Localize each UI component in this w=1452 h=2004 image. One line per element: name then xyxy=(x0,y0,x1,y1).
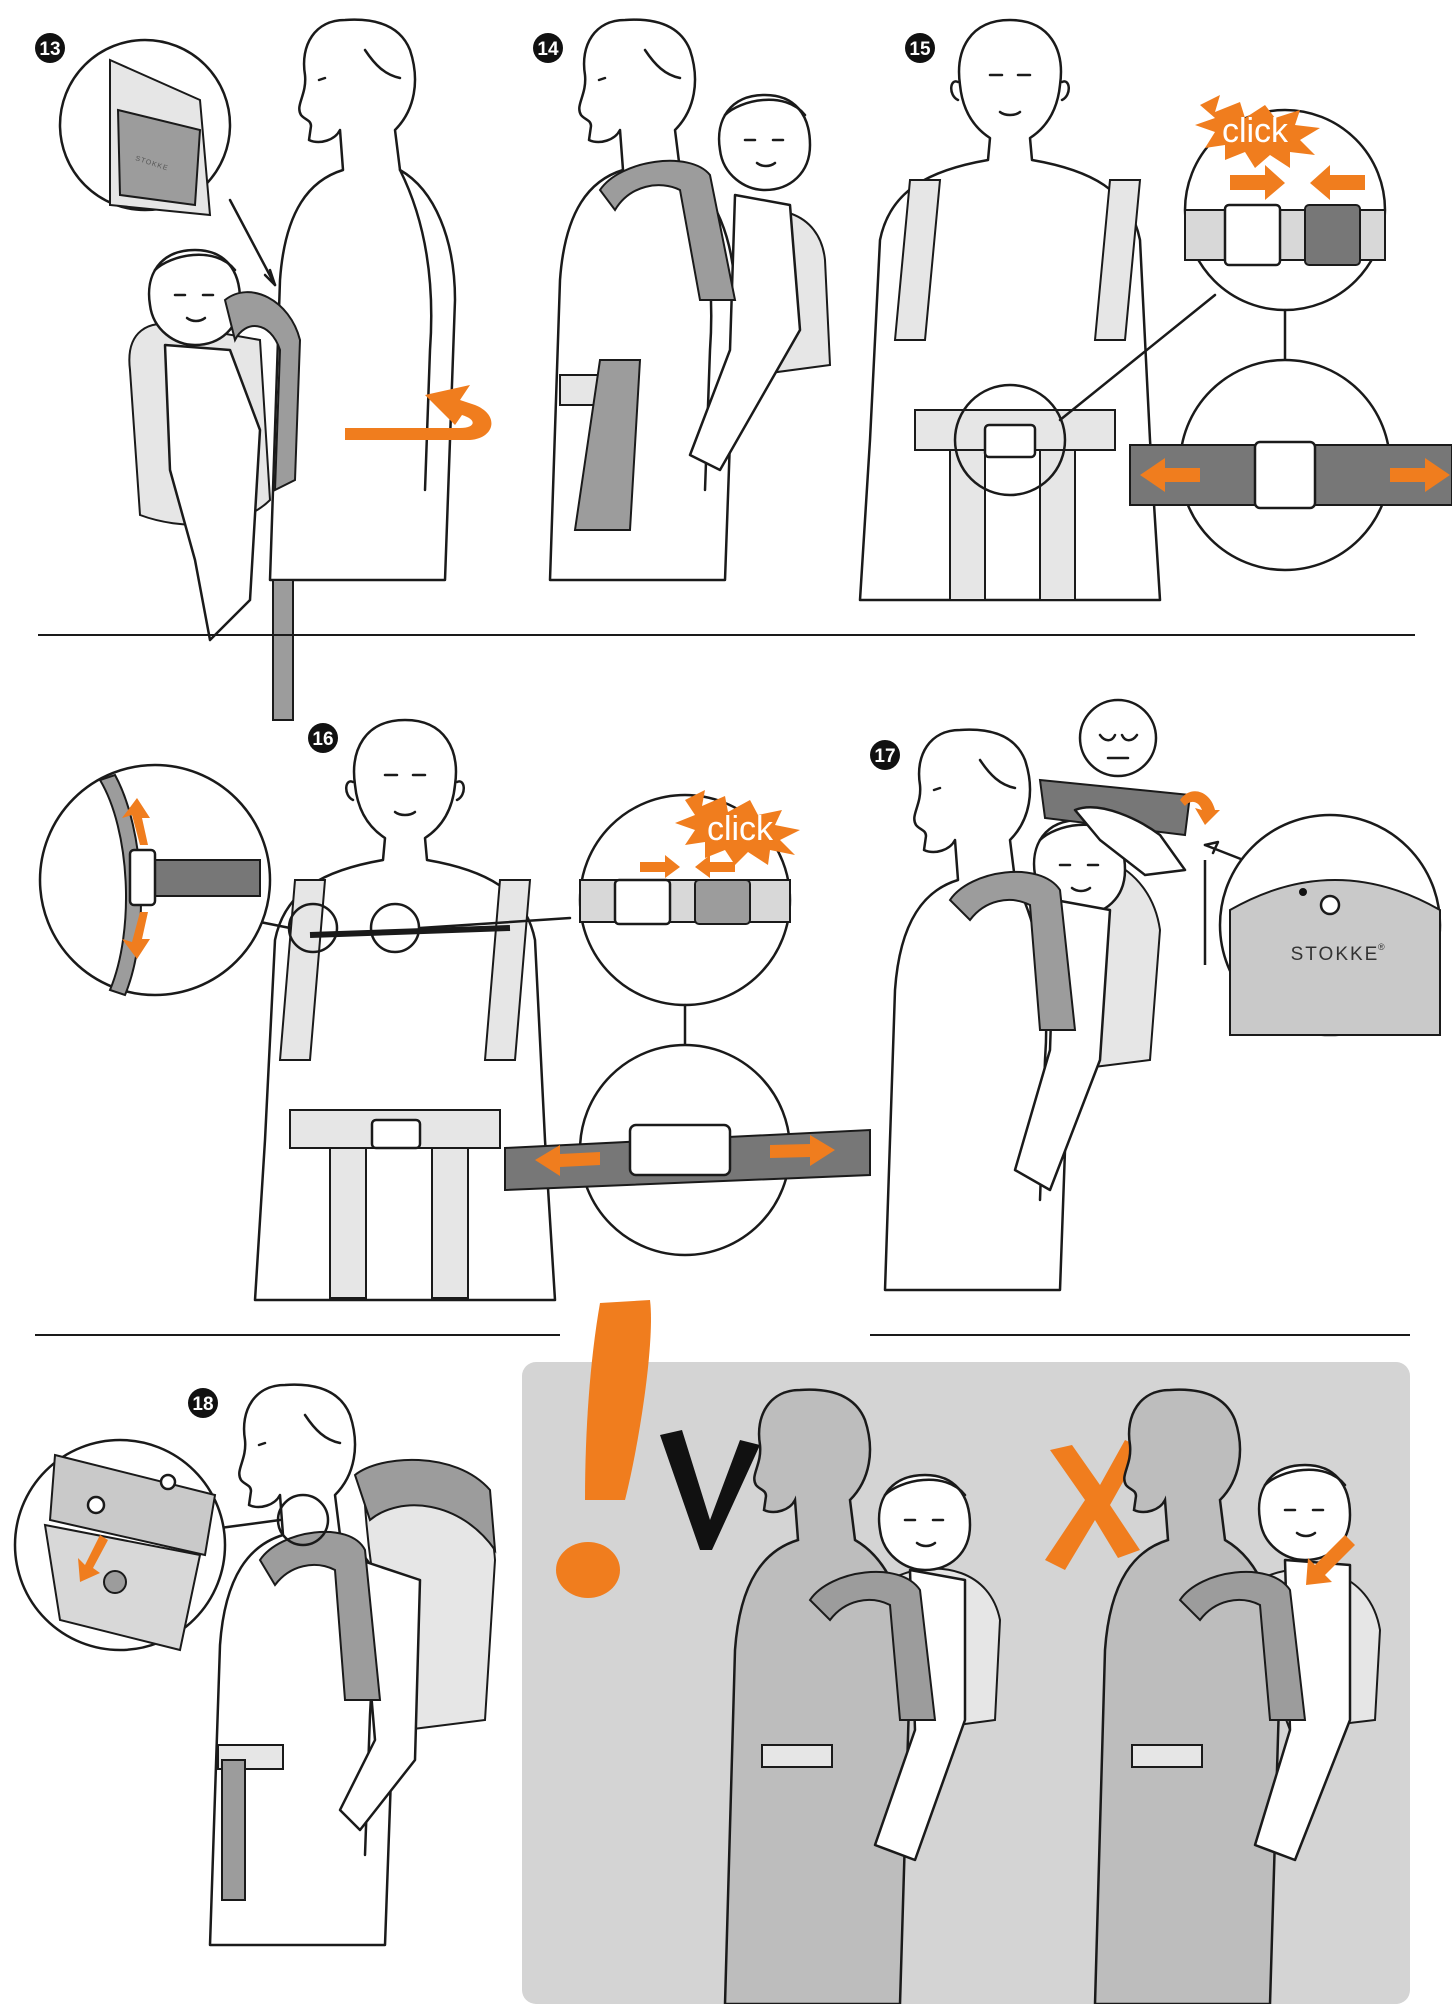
chest-buckle-male-icon xyxy=(615,880,670,924)
step-15-number: 15 xyxy=(909,39,931,60)
sleeping-face-icon xyxy=(1080,700,1156,776)
buckle-male-icon xyxy=(1225,205,1280,265)
step-18-number: 18 xyxy=(192,1394,213,1415)
waist-strap xyxy=(222,1760,245,1900)
step-16-number: 16 xyxy=(312,729,333,750)
step-14-number: 14 xyxy=(537,39,559,60)
waist-buckle-icon xyxy=(1255,442,1315,508)
snap-button-icon xyxy=(1321,896,1339,914)
step-14-illustration: 14 xyxy=(533,20,830,580)
step-16-illustration: 16 click xyxy=(40,720,870,1300)
step-17-illustration: 17 STOKKE ® xyxy=(870,700,1440,1290)
chest-buckle-female-icon xyxy=(695,880,750,924)
buckle-icon xyxy=(985,425,1035,457)
correct-mark-text: V xyxy=(0,0,1,1)
waist-buckle-icon xyxy=(372,1120,420,1148)
step-15-illustration: 15 click xyxy=(860,20,1452,600)
incorrect-mark-text: X xyxy=(0,0,1,1)
click-label-1: click xyxy=(1222,112,1289,150)
click-label-2: click xyxy=(707,810,774,848)
hanging-strap xyxy=(273,580,293,720)
step-17-number: 17 xyxy=(874,746,895,767)
buckle-female-icon xyxy=(1305,205,1360,265)
brand-label: STOKKE xyxy=(1291,944,1380,965)
step-13-illustration: 13 STOKKE xyxy=(35,20,491,720)
snap-stud-icon xyxy=(104,1571,126,1593)
brand-trademark: ® xyxy=(1378,942,1385,952)
step-18-illustration: 18 xyxy=(15,1385,495,1945)
snap-hole-icon xyxy=(88,1497,104,1513)
exclamation-text: ! xyxy=(0,0,1,1)
step-13-number: 13 xyxy=(39,39,60,60)
